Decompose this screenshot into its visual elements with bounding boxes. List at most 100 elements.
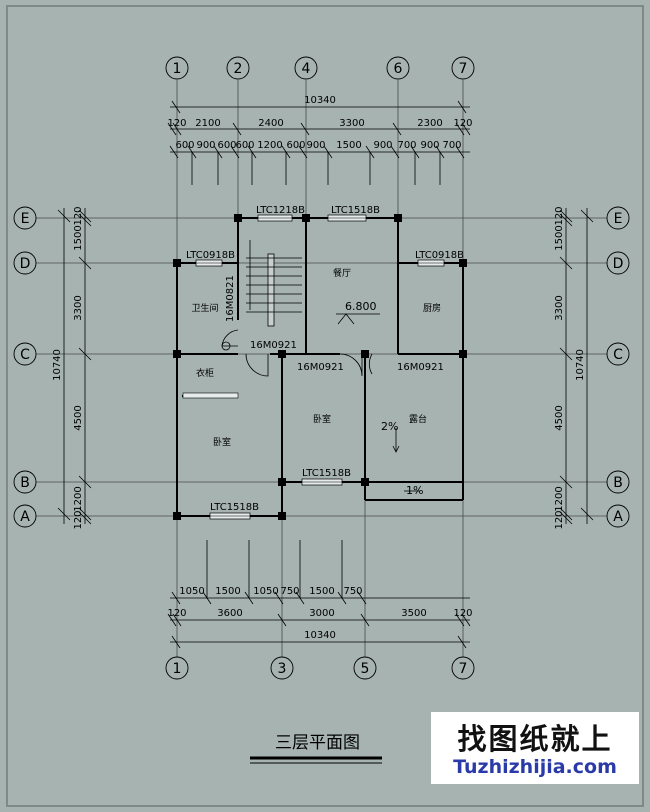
dim-left-part: 120 bbox=[73, 510, 84, 529]
door-label: 16M0821 bbox=[225, 275, 236, 322]
room-label-dining: 餐厅 bbox=[333, 267, 351, 279]
dim-top-detail: 700 bbox=[397, 140, 416, 151]
room-label-bedroom: 卧室 bbox=[213, 436, 231, 448]
dim-top-detail: 600 bbox=[286, 140, 305, 151]
axis-label-left: A bbox=[20, 509, 30, 525]
dim-top-detail: 600 bbox=[175, 140, 194, 151]
dim-top-detail: 700 bbox=[442, 140, 461, 151]
window-label: LTC1518B bbox=[302, 468, 351, 479]
axis-label-bottom: 1 bbox=[173, 661, 182, 677]
axis-label-right: A bbox=[613, 509, 623, 525]
axis-bubble-right-D bbox=[606, 251, 630, 275]
dim-top-axis: 2300 bbox=[417, 118, 442, 129]
dim-left-part: 120 bbox=[73, 206, 84, 225]
dim-right-total: 10740 bbox=[575, 349, 586, 381]
dim-bottom-axis: 120 bbox=[453, 608, 472, 619]
room-label-wc: 卫生间 bbox=[191, 302, 218, 314]
dim-top-detail: 900 bbox=[306, 140, 325, 151]
floor-level: 6.800 bbox=[345, 300, 377, 313]
axis-bubble-right-B bbox=[606, 470, 630, 494]
axis-label-bottom: 7 bbox=[459, 661, 468, 677]
watermark-text-cn: 找图纸就上 bbox=[457, 722, 613, 756]
axis-bubble-right-C bbox=[606, 342, 630, 366]
axis-label-top: 2 bbox=[234, 61, 243, 77]
dim-bottom-axis: 3600 bbox=[217, 608, 242, 619]
slope-arrows bbox=[392, 428, 420, 492]
window-label: LTC1518B bbox=[210, 502, 259, 513]
bottom-dimensions bbox=[167, 540, 471, 649]
axis-bubble-top-6 bbox=[386, 56, 410, 80]
dim-top-detail: 900 bbox=[420, 140, 439, 151]
axis-bubble-top-7 bbox=[451, 56, 475, 80]
dim-top-axis: 2400 bbox=[258, 118, 283, 129]
dim-top-detail: 600 bbox=[235, 140, 254, 151]
window-label: LTC1518B bbox=[331, 205, 380, 216]
dim-bottom-detail: 1050 bbox=[179, 586, 204, 597]
dim-top-detail: 900 bbox=[373, 140, 392, 151]
axis-bubble-right-A bbox=[606, 504, 630, 528]
dim-top-axis: 2100 bbox=[195, 118, 220, 129]
slope-label: 2% bbox=[381, 420, 398, 433]
dim-bottom-detail: 1500 bbox=[309, 586, 334, 597]
door-label: 16M0921 bbox=[250, 340, 297, 351]
room-label-bedroom: 卧室 bbox=[313, 413, 331, 425]
dim-top-detail: 900 bbox=[196, 140, 215, 151]
dim-left-part: 1500 bbox=[73, 225, 84, 250]
left-dimension-text: 10740 1500 120 3300 4500 1200 120 bbox=[52, 206, 84, 529]
axis-label-left: E bbox=[21, 211, 30, 227]
dim-right-part: 1200 bbox=[554, 486, 565, 511]
dim-right-part: 4500 bbox=[554, 405, 565, 430]
watermark: 找图纸就上 Tuzhizhijia.com bbox=[431, 712, 639, 784]
door-swing-bedroom-mid bbox=[339, 353, 363, 377]
axis-label-left: C bbox=[20, 347, 30, 363]
right-dimension-text: 10740 1500 120 3300 4500 1200 120 bbox=[554, 206, 586, 529]
axis-bubble-left-B bbox=[13, 470, 37, 494]
axis-bubble-top-1 bbox=[165, 56, 189, 80]
door-label: 16M0921 bbox=[397, 362, 444, 373]
door-swing-closet bbox=[245, 353, 269, 377]
dim-top-detail: 1500 bbox=[336, 140, 361, 151]
dim-left-total: 10740 bbox=[52, 349, 63, 381]
dim-top-axis: 120 bbox=[167, 118, 186, 129]
dim-left-part: 4500 bbox=[73, 405, 84, 430]
axis-label-right: D bbox=[613, 256, 624, 272]
staircase bbox=[246, 240, 302, 327]
axis-label-bottom: 3 bbox=[278, 661, 287, 677]
top-dimensions bbox=[167, 100, 471, 185]
watermark-text-en: Tuzhizhijia.com bbox=[453, 756, 617, 778]
level-marker bbox=[336, 313, 380, 325]
axis-bubble-bottom-1 bbox=[165, 656, 189, 680]
dim-bottom-detail: 750 bbox=[280, 586, 299, 597]
dim-right-part: 120 bbox=[554, 206, 565, 225]
axis-bubble-bottom-3 bbox=[270, 656, 294, 680]
dim-bottom-axis: 3000 bbox=[309, 608, 334, 619]
dim-right-part: 1500 bbox=[554, 225, 565, 250]
left-dimensions bbox=[57, 208, 92, 525]
door-swing-balcony bbox=[368, 353, 373, 375]
dim-left-part: 3300 bbox=[73, 295, 84, 320]
room-label-balcony: 露台 bbox=[409, 413, 427, 425]
axis-bubble-top-2 bbox=[226, 56, 250, 80]
right-dimensions bbox=[559, 208, 594, 525]
columns bbox=[173, 214, 467, 520]
dim-top-axis: 3300 bbox=[339, 118, 364, 129]
annotations: 6.800 2% 1% bbox=[345, 300, 423, 497]
dim-bottom-total: 10340 bbox=[304, 630, 336, 641]
window-label: LTC1218B bbox=[256, 205, 305, 216]
axis-bubble-bottom-5 bbox=[353, 656, 377, 680]
axis-bubble-left-A bbox=[13, 504, 37, 528]
axis-label-right: B bbox=[613, 475, 623, 491]
axis-bubble-left-E bbox=[13, 206, 37, 230]
doors bbox=[221, 329, 373, 377]
axis-label-top: 7 bbox=[459, 61, 468, 77]
dim-top-axis: 120 bbox=[453, 118, 472, 129]
dim-bottom-axis: 3500 bbox=[401, 608, 426, 619]
opening-labels: LTC1218B LTC1518B LTC0918B LTC0918B LTC1… bbox=[186, 205, 464, 513]
axis-bubble-right-E bbox=[606, 206, 630, 230]
title-underline bbox=[250, 756, 382, 764]
window-label: LTC0918B bbox=[415, 250, 464, 261]
window-label: LTC0918B bbox=[186, 250, 235, 261]
door-label: 16M0921 bbox=[297, 362, 344, 373]
